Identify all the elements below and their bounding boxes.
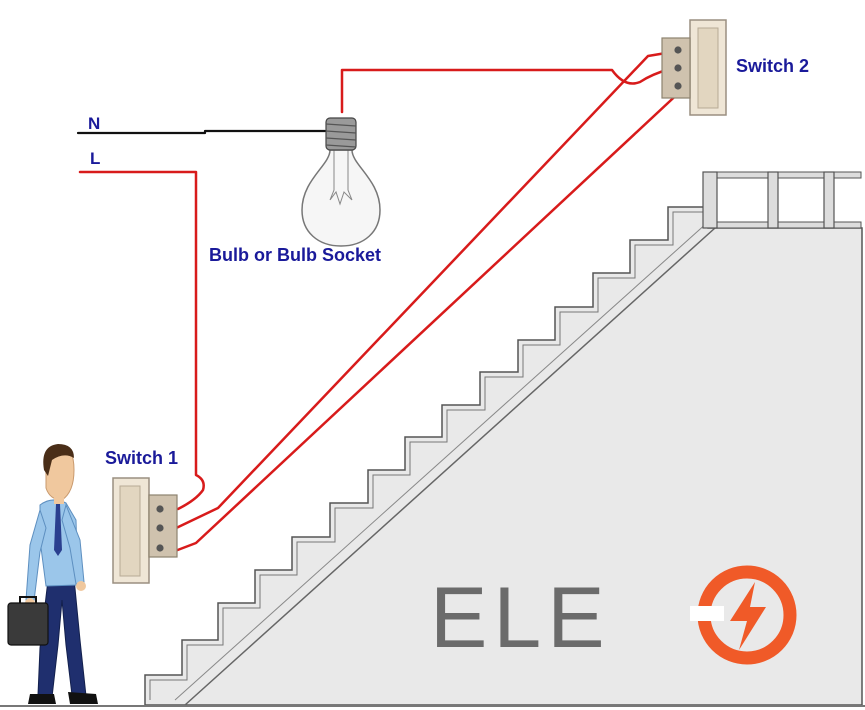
- switch-1: [112, 477, 178, 584]
- logo-text: ELE: [430, 570, 611, 666]
- lamp-wire: [340, 67, 672, 114]
- person-figure: [7, 444, 98, 704]
- bulb-filament: [329, 150, 353, 206]
- label-live: L: [90, 149, 100, 168]
- wires: [76, 50, 686, 553]
- eleo-logo: ELE: [430, 565, 797, 666]
- live-wire: [78, 170, 205, 511]
- switch-2: [661, 19, 727, 116]
- label-neutral: N: [88, 114, 100, 133]
- switch-1-terminal-com: [156, 524, 164, 532]
- lightning-circle-icon: [690, 565, 797, 665]
- switch-2-terminal-com: [674, 64, 682, 72]
- traveller-wire-1: [170, 50, 674, 532]
- stair-stringer: [184, 227, 716, 706]
- label-switch-1: Switch 1: [105, 448, 178, 468]
- switch-1-terminal-l2: [156, 544, 164, 552]
- label-bulb: Bulb or Bulb Socket: [209, 245, 381, 265]
- neutral-wire: [76, 129, 327, 135]
- switch-2-terminal-l2: [674, 82, 682, 90]
- traveller-wire-2: [173, 86, 686, 553]
- stair-stringer-inner: [174, 221, 709, 701]
- stair-treads: [149, 211, 708, 700]
- railing: [702, 171, 862, 229]
- switch-1-terminal-l1: [156, 505, 164, 513]
- label-switch-2: Switch 2: [736, 56, 809, 76]
- bulb-glass: [301, 149, 381, 247]
- staircase: [0, 171, 865, 707]
- briefcase: [7, 602, 49, 646]
- switch-2-terminal-l1: [674, 46, 682, 54]
- bulb: [301, 117, 381, 247]
